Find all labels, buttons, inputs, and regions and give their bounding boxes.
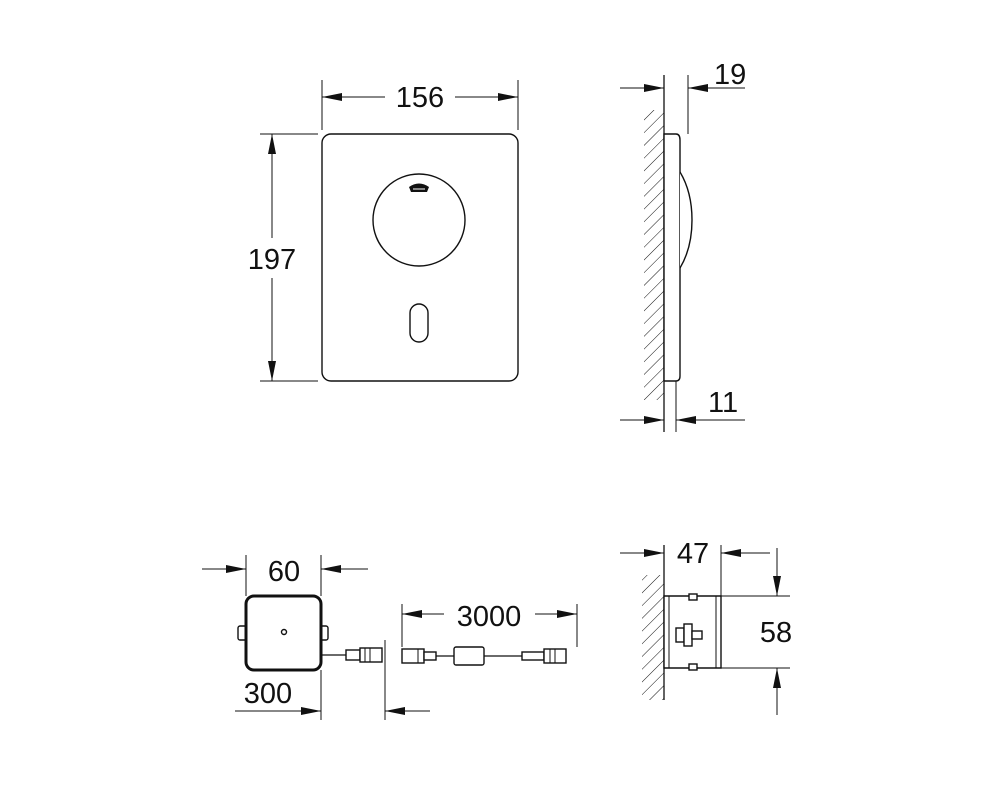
plate-profile <box>663 133 681 382</box>
dim-side-depth-bottom: 11 <box>620 381 745 432</box>
dim-box-height: 58 <box>721 548 792 715</box>
dim-box-width-label: 60 <box>268 556 300 588</box>
side-connector-icon <box>675 623 703 647</box>
dim-box-depth-label: 47 <box>677 538 709 570</box>
wall-hatch <box>644 110 664 400</box>
cable-module <box>453 646 485 666</box>
front-view: 156 197 <box>248 80 519 382</box>
dim-box-width: 60 <box>202 555 368 596</box>
dim-side-depth-top-label: 19 <box>714 59 746 91</box>
side-view-plate: 19 11 <box>620 59 746 432</box>
wall-hatch-2 <box>642 575 664 700</box>
control-box-side-view: 47 58 <box>620 538 792 715</box>
dim-box-depth: 47 <box>620 538 770 596</box>
control-box-view: 60 300 <box>202 555 430 720</box>
dim-box-height-label: 58 <box>760 617 792 649</box>
dim-side-depth-top: 19 <box>620 59 746 134</box>
box-screw-icon <box>280 628 288 636</box>
dim-plate-width-label: 156 <box>396 82 444 114</box>
dim-plate-height-label: 197 <box>248 244 296 276</box>
extension-cable: 3000 <box>401 601 578 666</box>
dim-side-depth-bottom-label: 11 <box>708 387 738 419</box>
dim-plate-width: 156 <box>321 80 519 130</box>
dim-cable-length-label: 3000 <box>457 601 522 633</box>
cable-connector-3 <box>521 648 567 664</box>
button-profile <box>679 171 693 269</box>
dim-cable-offset-label: 300 <box>244 678 292 710</box>
button-indicator-icon <box>409 183 429 192</box>
sensor-window <box>409 303 429 343</box>
cable-connector-1 <box>345 647 383 663</box>
cable-connector-2 <box>401 648 437 664</box>
dim-plate-height: 197 <box>248 133 318 382</box>
dim-cable-length: 3000 <box>401 601 578 647</box>
dim-cable-offset: 300 <box>235 640 430 720</box>
flush-button <box>372 173 466 267</box>
